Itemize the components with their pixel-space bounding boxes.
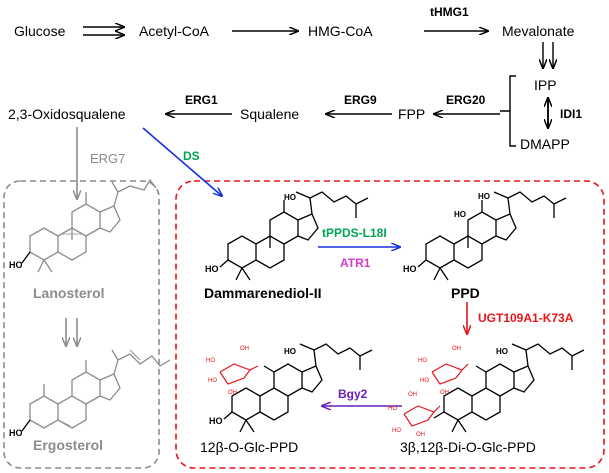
ppd-structure: HO HO HO	[403, 191, 567, 281]
svg-text:HO: HO	[403, 264, 417, 274]
glc-sugar-12: OH HO HO OH	[206, 346, 259, 396]
svg-text:HO: HO	[388, 406, 397, 412]
metabolite-hmg-coa: HMG-CoA	[308, 23, 373, 39]
enzyme-bgy2: Bgy2	[338, 387, 368, 401]
svg-text:HO: HO	[496, 347, 508, 356]
ergosterol-structure: HO	[9, 349, 171, 438]
enzyme-thmg1: tHMG1	[430, 5, 469, 19]
metabolite-lanosterol: Lanosterol	[33, 285, 105, 301]
svg-text:HO: HO	[478, 192, 490, 201]
svg-text:OH: OH	[416, 432, 425, 438]
metabolite-ipp: IPP	[534, 77, 557, 93]
svg-text:OH: OH	[440, 390, 449, 396]
metabolite-ppd: PPD	[451, 285, 480, 301]
svg-text:OH: OH	[228, 390, 237, 396]
enzyme-erg20: ERG20	[446, 93, 486, 107]
svg-text:OH: OH	[408, 392, 417, 398]
glc-ppd-structure: HO HO	[209, 343, 373, 433]
dammarenediol-structure: HO HO	[205, 191, 369, 281]
metabolite-acetyl-coa: Acetyl-CoA	[139, 23, 210, 39]
metabolite-12b-o-glc-ppd: 12β-O-Glc-PPD	[200, 439, 299, 455]
bracket-ipp-dmapp	[500, 75, 516, 147]
metabolite-3b12b-di-o-glc-ppd: 3β,12β-Di-O-Glc-PPD	[400, 439, 536, 455]
metabolite-dmapp: DMAPP	[520, 136, 570, 152]
svg-text:HO: HO	[9, 260, 23, 270]
svg-text:HO: HO	[208, 378, 217, 384]
ergosterol-branch-box	[3, 180, 160, 469]
enzyme-ds: DS	[183, 149, 200, 163]
lanosterol-structure: HO	[9, 178, 157, 273]
metabolite-mevalonate: Mevalonate	[502, 23, 575, 39]
svg-text:HO: HO	[9, 428, 23, 438]
svg-text:HO: HO	[454, 210, 466, 219]
enzyme-tppds-l18i: tPPDS-L18I	[322, 226, 387, 240]
svg-text:HO: HO	[284, 347, 296, 356]
svg-text:OH: OH	[240, 346, 249, 352]
enzyme-erg7: ERG7	[90, 151, 126, 166]
diglc-ppd-structure: HO	[433, 343, 585, 433]
enzyme-erg1: ERG1	[185, 93, 218, 107]
metabolite-ergosterol: Ergosterol	[33, 437, 104, 453]
enzyme-atr1: ATR1	[340, 256, 371, 270]
arrow-lanosterol-to-ergosterol	[66, 318, 77, 346]
metabolite-oxidosqualene: 2,3-Oxidosqualene	[8, 106, 126, 122]
svg-text:HO: HO	[284, 193, 296, 202]
enzyme-ugt109a1-k73a: UGT109A1-K73A	[478, 311, 574, 325]
metabolite-glucose: Glucose	[14, 23, 66, 39]
svg-text:HO: HO	[205, 264, 219, 274]
svg-text:HO: HO	[206, 358, 215, 364]
arrow-mevalonate-to-ipp	[543, 42, 553, 68]
svg-text:HO: HO	[392, 428, 401, 434]
arrow-oxidosqualene-to-dammarenediol	[142, 127, 222, 196]
metabolite-dammarenediol-ii: Dammarenediol-II	[204, 285, 322, 301]
svg-text:HO: HO	[418, 358, 427, 364]
svg-text:HO: HO	[209, 416, 223, 426]
diglc-sugar-12: OH HO HO OH	[418, 346, 469, 396]
svg-text:OH: OH	[452, 346, 461, 352]
metabolite-fpp: FPP	[398, 106, 426, 122]
ginsenoside-module-box	[175, 180, 605, 469]
arrow-glucose-to-acetylcoa	[83, 27, 124, 35]
svg-text:HO: HO	[420, 378, 429, 384]
enzyme-idi1: IDI1	[560, 107, 583, 121]
diglc-sugar-3: OH HO HO OH	[388, 392, 441, 438]
metabolite-squalene: Squalene	[240, 106, 300, 122]
enzyme-erg9: ERG9	[344, 93, 377, 107]
